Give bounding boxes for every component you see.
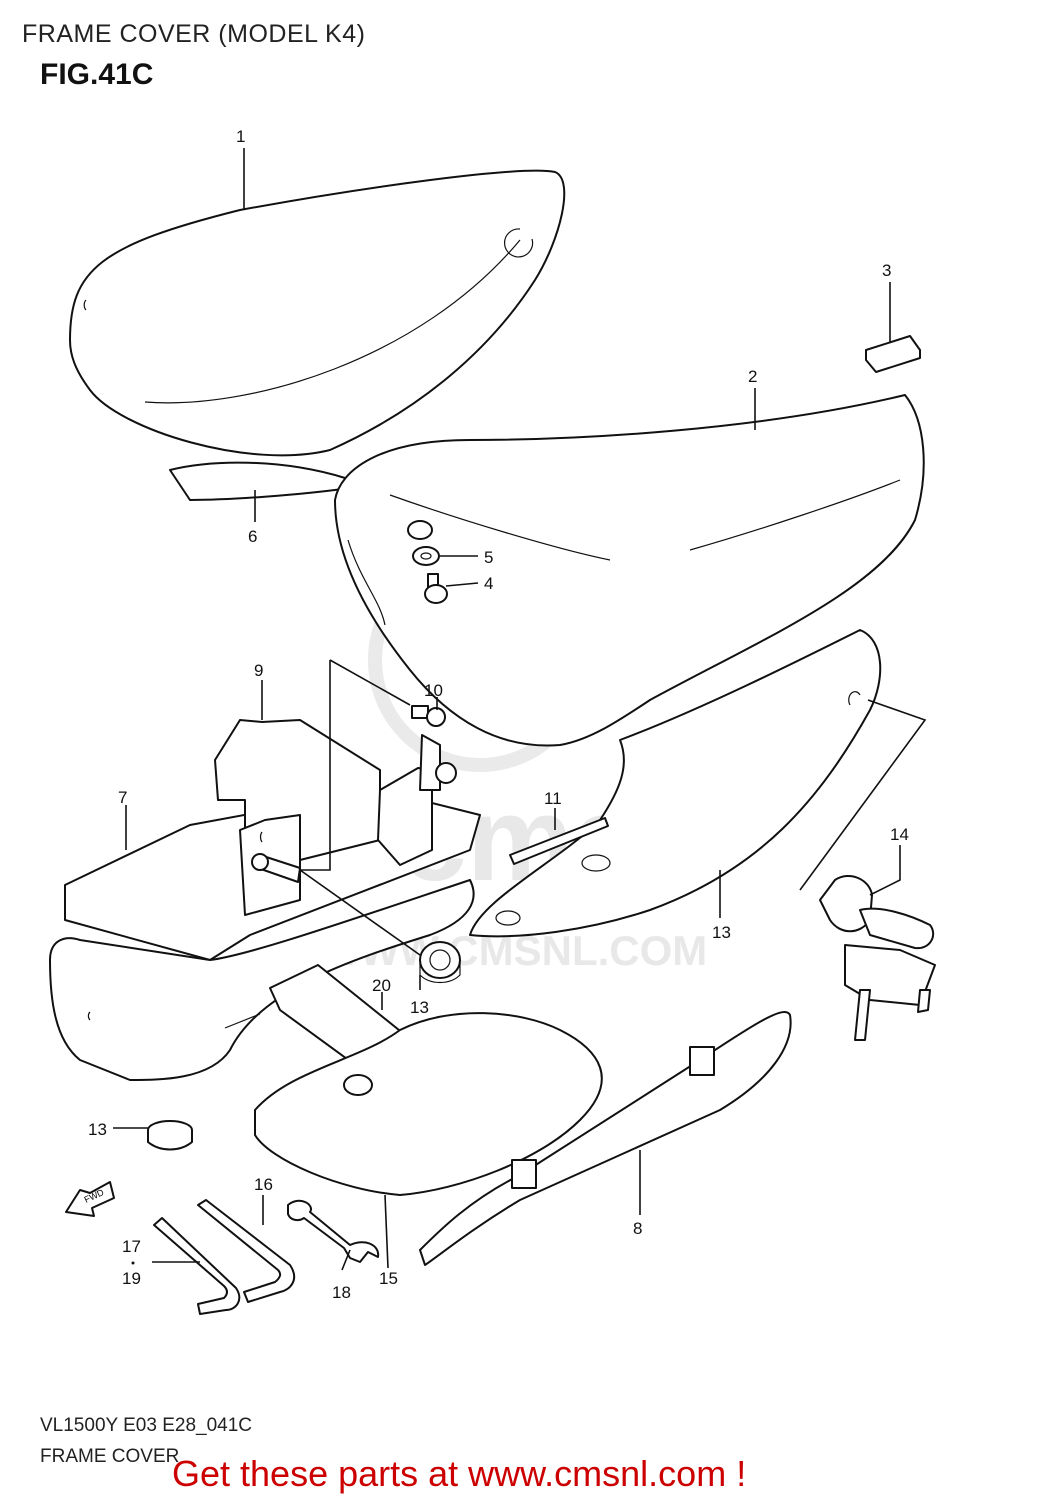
fwd-arrow-icon: FWD — [65, 1181, 115, 1217]
label-13-lower: 13 — [88, 1120, 107, 1139]
leader-lines — [113, 148, 927, 1271]
label-11: 11 — [544, 789, 562, 808]
label-13-upper: 13 — [410, 998, 429, 1017]
part-15-tool-bag — [254, 1012, 603, 1196]
label-dot — [131, 1261, 135, 1265]
part-14-lock-set — [819, 875, 936, 1041]
part-5-washer — [412, 546, 440, 566]
label-17: 17 — [122, 1237, 141, 1256]
part-2-frame-cover — [334, 394, 925, 747]
part-11-rod — [509, 817, 609, 865]
part-12-lower-cover — [469, 629, 882, 938]
part-13-grommet-lower — [147, 1120, 193, 1151]
part-10-bolt-bracket — [377, 705, 457, 866]
label-10: 10 — [424, 681, 443, 700]
part-13-grommet-upper — [419, 941, 461, 984]
part-8-rail-cover — [419, 1011, 792, 1266]
part-18-spanner — [287, 1199, 380, 1263]
label-18: 18 — [332, 1283, 351, 1302]
label-1: 1 — [236, 127, 245, 146]
label-8: 8 — [633, 1219, 642, 1238]
label-20: 20 — [372, 976, 391, 995]
label-7: 7 — [118, 788, 127, 807]
label-19: 19 — [122, 1269, 141, 1288]
pin — [251, 853, 301, 883]
label-3: 3 — [882, 261, 891, 280]
label-6: 6 — [248, 527, 257, 546]
label-15: 15 — [379, 1269, 398, 1288]
part-17-hex-wrench — [153, 1217, 241, 1315]
part-4-screw — [424, 573, 448, 604]
part-9-bracket — [214, 719, 381, 916]
diagram-name: FRAME COVER — [40, 1446, 180, 1467]
part-labels: 1 3 2 6 5 4 9 10 7 11 14 13 20 13 13 16 … — [88, 127, 909, 1302]
promo-link[interactable]: Get these parts at www.cmsnl.com ! — [172, 1453, 747, 1494]
part-1-side-cover — [69, 169, 566, 457]
part-6-cushion — [169, 461, 351, 501]
label-2: 2 — [748, 367, 757, 386]
label-16: 16 — [254, 1175, 273, 1194]
label-12: 13 — [712, 923, 731, 942]
label-9: 9 — [254, 661, 263, 680]
page-header: FRAME COVER (MODEL K4) — [22, 20, 366, 48]
grommet — [407, 520, 433, 540]
diagram-code: VL1500Y E03 E28_041C — [40, 1415, 252, 1436]
figure-title: FIG.41C — [40, 58, 154, 91]
label-4: 4 — [484, 574, 493, 593]
part-3-cushion — [865, 335, 921, 373]
label-5: 5 — [484, 548, 493, 567]
label-14: 14 — [890, 825, 909, 844]
part-16-hex-wrench — [197, 1199, 296, 1303]
